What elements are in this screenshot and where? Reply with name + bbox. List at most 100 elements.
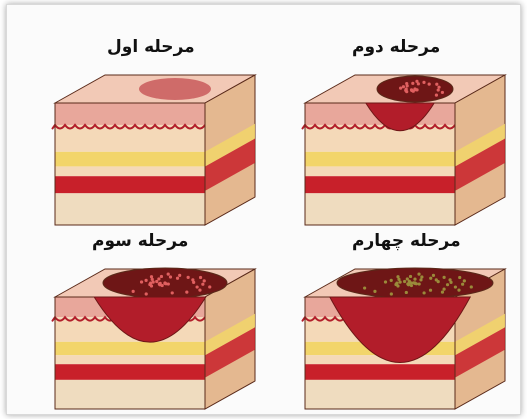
wound-texture-speck — [437, 88, 440, 91]
deep-tissue-layer — [305, 380, 455, 409]
wound-texture-speck — [171, 291, 174, 294]
wound-texture-speck — [442, 288, 445, 291]
wound-texture-speck — [157, 277, 160, 280]
wound-texture-speck — [399, 280, 402, 283]
wound-texture-speck — [454, 285, 457, 288]
stage-1-illustration — [47, 65, 267, 235]
stage-3-label: مرحله سوم — [92, 231, 188, 251]
wound-texture-speck — [417, 273, 420, 276]
stage-1-panel: مرحله اول — [47, 25, 267, 215]
wound-texture-speck — [449, 281, 452, 284]
wound-texture-speck — [429, 289, 432, 292]
wound-texture-speck — [413, 88, 416, 91]
wound-texture-speck — [390, 292, 393, 295]
wound-texture-speck — [461, 283, 464, 286]
wound-texture-speck — [167, 273, 170, 276]
muscle-layer — [305, 176, 455, 193]
wound-texture-speck — [395, 282, 398, 285]
wound-texture-speck — [203, 279, 206, 282]
wound-texture-speck — [463, 279, 466, 282]
wound-texture-speck — [437, 86, 440, 89]
wound-texture-speck — [408, 280, 411, 283]
wound-texture-speck — [423, 291, 426, 294]
wound-texture-speck — [405, 291, 408, 294]
wound-texture-speck — [178, 274, 181, 277]
fat-layer — [55, 152, 205, 167]
wound-texture-speck — [390, 279, 393, 282]
epidermis-layer — [55, 103, 205, 125]
wound-texture-speck — [176, 277, 179, 280]
wound-texture-speck — [435, 94, 438, 97]
stage-1-label: مرحله اول — [107, 37, 195, 57]
stage-2-illustration — [297, 65, 517, 235]
stage-2-panel: مرحله دوم — [297, 25, 517, 215]
wound-texture-speck — [412, 281, 415, 284]
wound-texture-speck — [187, 276, 190, 279]
wound-texture-speck — [470, 285, 473, 288]
wound-texture-speck — [155, 280, 158, 283]
wound-texture-speck — [198, 288, 201, 291]
wound-texture-speck — [457, 288, 460, 291]
stage-4-illustration — [297, 259, 517, 419]
wound-texture-speck — [384, 280, 387, 283]
wound-texture-speck — [145, 292, 148, 295]
stage-2-label: مرحله دوم — [352, 37, 440, 57]
redness-area — [139, 78, 211, 100]
wound-texture-speck — [169, 275, 172, 278]
wound-texture-speck — [159, 282, 162, 285]
wound-texture-speck — [446, 283, 449, 286]
wound-texture-speck — [435, 83, 438, 86]
wound-texture-speck — [432, 274, 435, 277]
stage-4-label: مرحله چهارم — [352, 231, 461, 251]
wound-texture-speck — [132, 290, 135, 293]
muscle-layer — [55, 176, 205, 193]
wound-texture-speck — [163, 282, 166, 285]
wound-texture-speck — [413, 278, 416, 281]
wound-texture-speck — [419, 278, 422, 281]
wound-texture-speck — [196, 285, 199, 288]
wound-texture-speck — [406, 84, 409, 87]
wound-texture-speck — [429, 277, 432, 280]
deep-tissue-layer — [305, 193, 455, 225]
fat-layer — [305, 152, 455, 167]
wound-texture-speck — [441, 291, 444, 294]
wound-texture-speck — [363, 286, 366, 289]
wound-texture-speck — [144, 279, 147, 282]
fat-layer — [55, 342, 205, 355]
wound-texture-speck — [403, 280, 406, 283]
wound-texture-speck — [151, 278, 154, 281]
wound-texture-speck — [422, 81, 425, 84]
stage-4-panel: مرحله چهارم — [297, 225, 517, 415]
muscle-layer — [305, 364, 455, 380]
wound-texture-speck — [160, 275, 163, 278]
figure-frame: مرحله اول مرحله دوم مرحله سوم مرحله چهار… — [6, 4, 521, 415]
wound-texture-speck — [458, 276, 461, 279]
wound-texture-speck — [402, 85, 405, 88]
wound-texture-speck — [152, 280, 155, 283]
wound-texture-speck — [443, 276, 446, 279]
wound-texture-speck — [201, 283, 204, 286]
wound-texture-speck — [428, 83, 431, 86]
wound-texture-speck — [418, 282, 421, 285]
wound-texture-speck — [417, 82, 420, 85]
wound-texture-speck — [405, 88, 408, 91]
wound-texture-speck — [410, 88, 413, 91]
subcutis-layer — [55, 166, 205, 176]
wound-texture-speck — [199, 276, 202, 279]
deep-tissue-layer — [55, 380, 205, 409]
wound-texture-speck — [411, 82, 414, 85]
wound-texture-speck — [192, 281, 195, 284]
wound-texture-speck — [420, 275, 423, 278]
wound-texture-speck — [399, 87, 402, 90]
deep-tissue-layer — [55, 193, 205, 225]
wound-texture-speck — [208, 285, 211, 288]
wound-texture-speck — [397, 278, 400, 281]
wound-texture-speck — [140, 280, 143, 283]
wound-texture-speck — [441, 91, 444, 94]
wound-texture-speck — [437, 280, 440, 283]
wound-texture-speck — [409, 275, 412, 278]
wound-texture-speck — [185, 291, 188, 294]
stage-3-illustration — [47, 259, 267, 419]
wound-texture-speck — [373, 290, 376, 293]
subcutis-layer — [305, 166, 455, 176]
